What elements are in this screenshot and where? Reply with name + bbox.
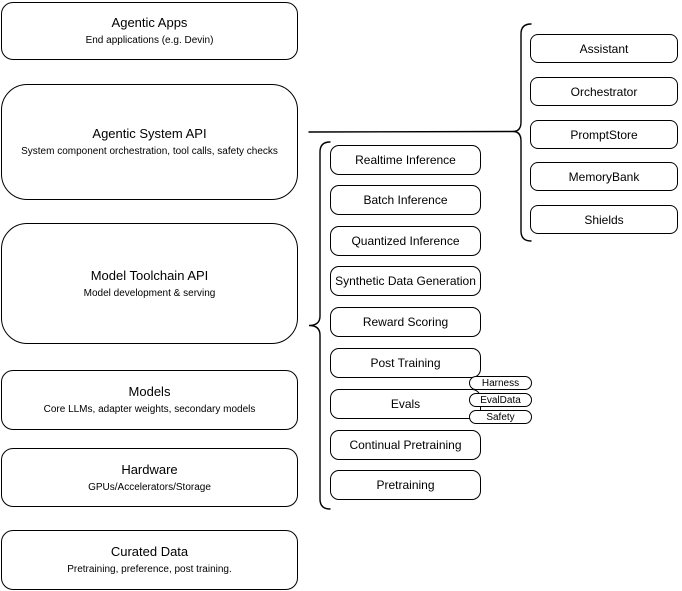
node-subtitle: End applications (e.g. Devin) [85,35,214,46]
node-label: Quantized Inference [351,234,460,248]
node-subtitle: Core LLMs, adapter weights, secondary mo… [43,404,256,415]
node-title: Models [128,384,171,399]
node-subtitle: GPUs/Accelerators/Storage [88,481,211,493]
node-label: Pretraining [376,478,435,492]
tag-label: EvalData [480,394,521,406]
node-assistant: Assistant [530,34,678,63]
node-synthetic-data-generation: Synthetic Data Generation [330,266,481,296]
node-label: Post Training [370,356,441,370]
node-subtitle: Pretraining, preference, post training. [67,564,232,575]
node-label: MemoryBank [568,169,640,184]
node-agentic-system-api: Agentic System API System component orch… [1,84,298,200]
node-label: Realtime Inference [355,153,456,167]
node-promptstore: PromptStore [530,120,678,149]
node-hardware: Hardware GPUs/Accelerators/Storage [1,448,298,507]
node-agentic-apps: Agentic Apps End applications (e.g. Devi… [1,2,298,60]
toolchain-brace [308,141,331,510]
components-brace [512,23,532,242]
node-title: Hardware [121,461,178,477]
node-batch-inference: Batch Inference [330,185,481,215]
node-continual-pretraining: Continual Pretraining [330,430,481,460]
tag-label: Harness [481,377,520,389]
node-realtime-inference: Realtime Inference [330,145,481,175]
node-post-training: Post Training [330,348,481,378]
node-model-toolchain-api: Model Toolchain API Model development & … [1,223,298,344]
tag-safety: Safety [469,410,532,424]
node-reward-scoring: Reward Scoring [330,307,481,337]
tag-harness: Harness [469,376,532,390]
node-label: Batch Inference [363,193,448,207]
node-evals: Evals [330,389,481,419]
node-label: Synthetic Data Generation [335,274,476,288]
node-label: Orchestrator [570,84,638,99]
node-models: Models Core LLMs, adapter weights, secon… [1,370,298,430]
api-to-components-line [308,130,514,133]
node-label: PromptStore [570,127,638,142]
node-shields: Shields [530,205,678,234]
node-title: Agentic System API [92,126,207,141]
node-title: Agentic Apps [111,15,188,30]
node-title: Curated Data [110,544,189,559]
node-label: Reward Scoring [362,315,449,329]
node-label: Continual Pretraining [349,438,462,452]
node-subtitle: Model development & serving [83,287,216,299]
tag-evaldata: EvalData [469,393,532,407]
node-label: Shields [584,212,624,227]
node-quantized-inference: Quantized Inference [330,226,481,256]
node-subtitle: System component orchestration, tool cal… [21,146,278,157]
node-title: Model Toolchain API [90,267,209,283]
node-label: Assistant [579,41,629,56]
node-memorybank: MemoryBank [530,162,678,191]
node-curated-data: Curated Data Pretraining, preference, po… [1,530,298,590]
node-orchestrator: Orchestrator [530,77,678,106]
node-label: Evals [390,397,421,411]
node-pretraining: Pretraining [330,470,481,500]
tag-label: Safety [486,411,515,423]
